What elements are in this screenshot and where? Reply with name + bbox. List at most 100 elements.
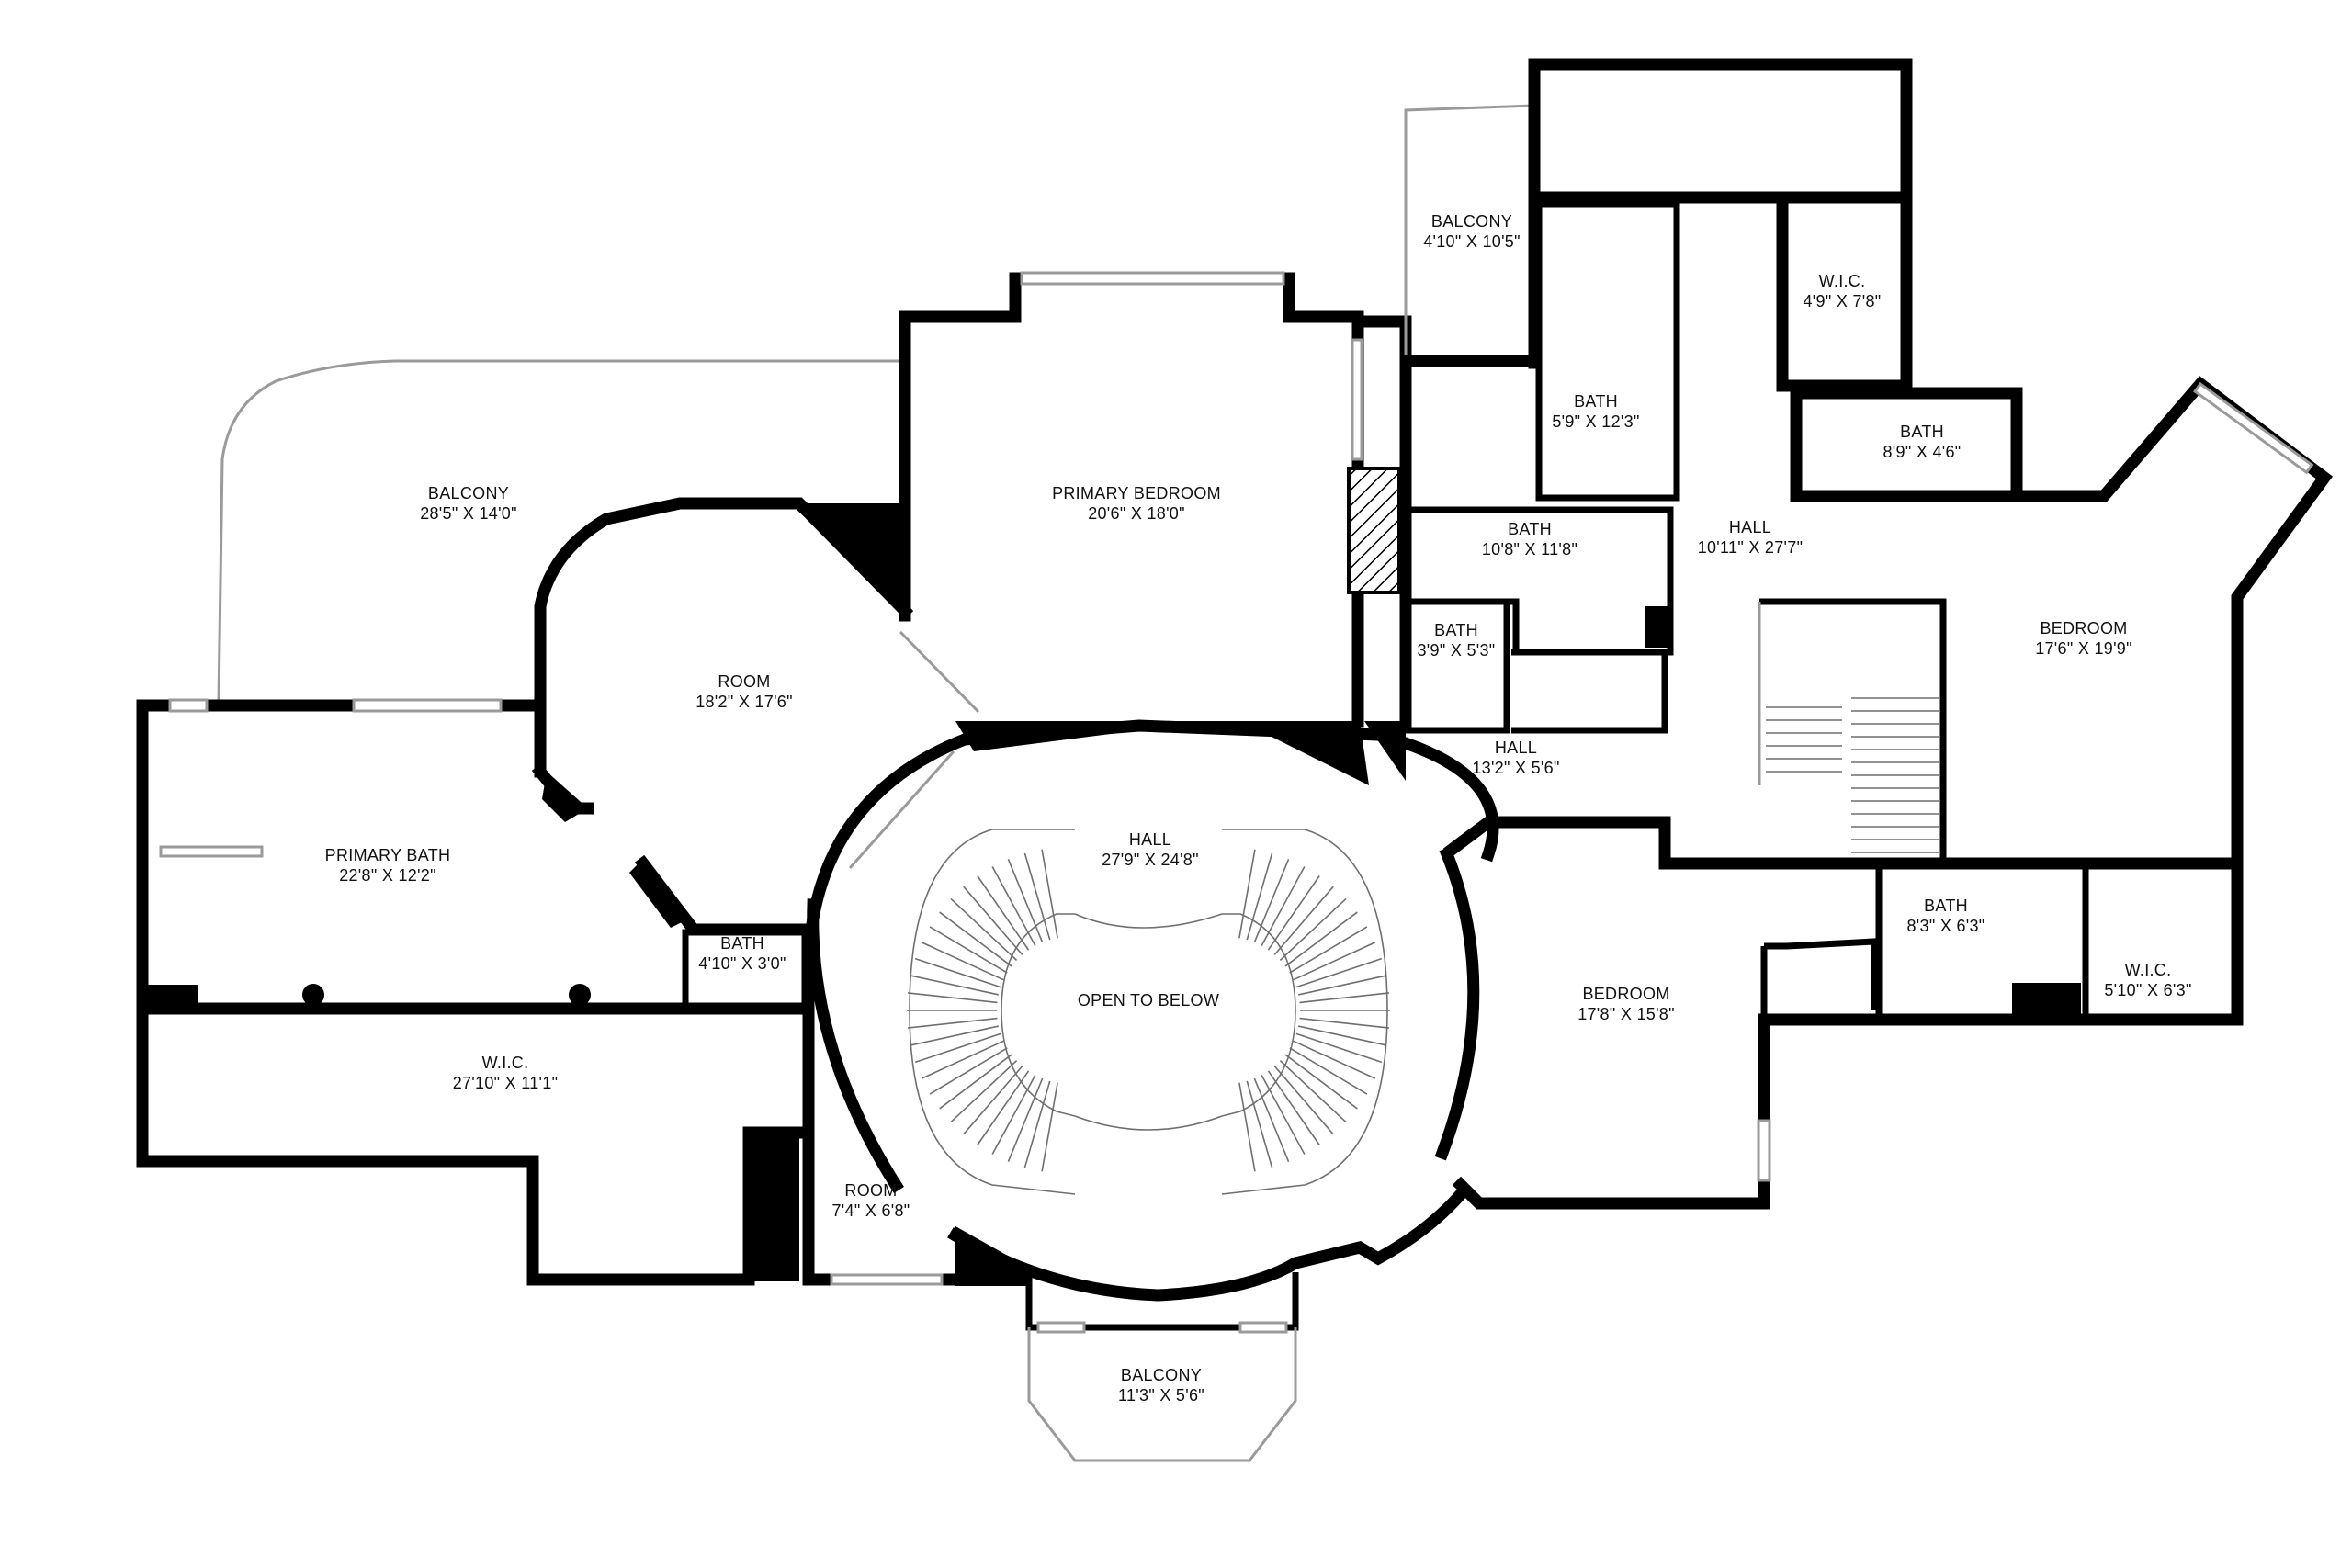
room-dimensions: 13'2" X 5'6" (1472, 759, 1559, 777)
vanity (159, 845, 264, 858)
stair-tread (1253, 1077, 1290, 1162)
window (352, 698, 503, 713)
room-name: BATH (1924, 897, 1968, 915)
rotunda-right-arc (1434, 846, 1480, 1161)
grand-staircase (907, 829, 1390, 1195)
door (899, 630, 980, 714)
stair-tread (1279, 1060, 1347, 1123)
stair-tread (1289, 1047, 1368, 1095)
room-dimensions: 4'10" X 10'5" (1423, 232, 1521, 251)
room-name: HALL (1495, 739, 1537, 757)
stair-tread (1023, 852, 1051, 941)
room-label-open-below: OPEN TO BELOW (1078, 991, 1219, 1010)
hall-small-walls (1511, 649, 1668, 734)
fireplace (1347, 467, 1401, 594)
room-label-bath-f: BATH 8'3" X 6'3" (1906, 897, 1984, 935)
stair-tread (1284, 1054, 1358, 1110)
stair-tread (1289, 926, 1368, 974)
balcony-bottom-railing (1027, 1327, 1297, 1462)
room-label-primary-bedroom: PRIMARY BEDROOM 20'6" X 18'0" (1052, 484, 1221, 523)
room-name: BALCONY (428, 484, 509, 502)
room-dimensions: 28'5" X 14'0" (420, 504, 517, 523)
room-label-wic-large: W.I.C.27'10" X 11'1" (453, 1054, 558, 1092)
room-dimensions: 27'9" X 24'8" (1102, 851, 1199, 869)
stair-tread (950, 897, 1018, 961)
stair-tread (1279, 897, 1347, 961)
window (830, 1273, 944, 1286)
room-dimensions: 3'9" X 5'3" (1417, 641, 1495, 660)
stair-tread (910, 975, 1000, 996)
room-octagon-walls (534, 497, 914, 778)
stair-tread (914, 957, 1001, 988)
stair-tread (1041, 849, 1058, 939)
room-name: BATH (1900, 423, 1944, 441)
stair-tread (939, 911, 1012, 967)
room-dimensions: 5'9" X 12'3" (1552, 412, 1639, 431)
stair-tread (1253, 859, 1290, 943)
wall-block (1645, 606, 1668, 648)
room-dimensions: 8'3" X 6'3" (1906, 917, 1984, 935)
wall-wedge (790, 503, 910, 617)
stair-tread (1261, 866, 1306, 947)
stair-tread (1299, 1017, 1390, 1029)
service-stair (1766, 697, 1939, 853)
room-name: BEDROOM (2040, 619, 2127, 637)
stair-tread (910, 1025, 1000, 1046)
room-label-wic-right: W.I.C.5'10" X 6'3" (2104, 961, 2191, 999)
room-name: BATH (1574, 392, 1618, 411)
bedroom-center-walls (1442, 816, 2244, 1210)
room-label-balcony-left: BALCONY 28'5" X 14'0" (420, 484, 517, 523)
room-name: OPEN TO BELOW (1078, 991, 1219, 1010)
stair-tread (1295, 1032, 1383, 1064)
stair-tread (1284, 911, 1358, 967)
stair-tread (1041, 1082, 1058, 1172)
wall-wedge (629, 859, 689, 928)
rotunda-bottom (947, 1185, 1470, 1302)
stair-tread (1238, 1082, 1256, 1172)
stair-tread (1293, 1040, 1376, 1079)
stair-tread (991, 866, 1036, 947)
stair-tread (1299, 992, 1390, 1004)
stair-tread (1246, 852, 1273, 941)
balcony-bottom-walls (1025, 1268, 1299, 1331)
stair-tread (929, 926, 1008, 974)
room-name: W.I.C. (2125, 961, 2172, 979)
bath-d-walls (1406, 598, 1510, 734)
room-dimensions: 4'10" X 3'0" (698, 954, 786, 973)
wall-wedge (956, 1226, 1029, 1286)
stair-tread (921, 942, 1004, 981)
room-name: BALCONY (1431, 212, 1512, 231)
wic-top-walls (1776, 191, 1913, 392)
room-label-primary-bath: PRIMARY BATH 22'8" X 12'2" (325, 846, 451, 885)
wall-wedge (542, 772, 588, 822)
stair-tread (939, 1054, 1012, 1110)
room-dimensions: 22'8" X 12'2" (339, 866, 436, 885)
window (1757, 1119, 1771, 1182)
closet-walls (1764, 938, 1878, 1010)
stair-tread (977, 1070, 1030, 1145)
room-name: PRIMARY BATH (325, 846, 451, 864)
stair-tread (1297, 1025, 1387, 1046)
window (1238, 1321, 1288, 1334)
room-dimensions: 4'9" X 7'8" (1803, 292, 1881, 310)
room-dimensions: 10'11" X 27'7" (1698, 538, 1804, 557)
window (1036, 1321, 1086, 1334)
stair-tread (907, 1017, 998, 1029)
bath-a-walls (1535, 200, 1680, 502)
stair-tread (963, 886, 1023, 955)
room-name: PRIMARY BEDROOM (1052, 484, 1221, 502)
stair-tread (1246, 1080, 1273, 1168)
balcony-left-railing (217, 359, 905, 704)
window (1351, 338, 1363, 461)
room-dimensions: 20'6" X 18'0" (1088, 504, 1185, 523)
stair-tread (1023, 1080, 1051, 1168)
stair-tread (991, 1074, 1036, 1155)
